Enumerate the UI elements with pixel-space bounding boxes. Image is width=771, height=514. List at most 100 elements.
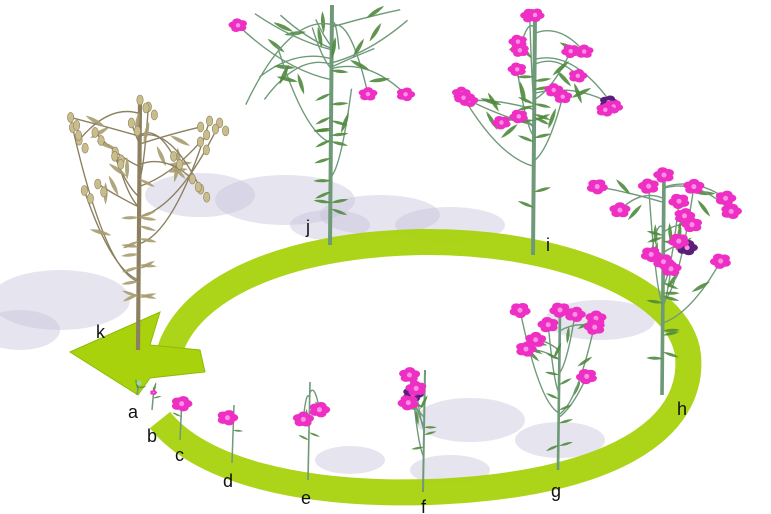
seed-pod-icon	[202, 144, 210, 156]
leaf	[85, 115, 106, 127]
leaf	[331, 132, 349, 137]
shadow-blob	[315, 446, 385, 474]
leaf	[172, 412, 181, 417]
flower-icon	[575, 368, 597, 385]
leaf	[366, 5, 385, 19]
seed-pod-icon	[86, 193, 94, 204]
flower-icon	[715, 190, 737, 206]
seed-pod-icon	[212, 123, 220, 135]
leaf	[309, 432, 321, 437]
flower-icon	[399, 367, 421, 383]
branch	[97, 183, 140, 208]
stage-label-e: e	[301, 488, 311, 508]
leaf	[315, 116, 331, 125]
flower-icon	[653, 167, 674, 183]
branch	[136, 384, 140, 393]
cycle-arrow	[68, 228, 702, 506]
branch	[330, 88, 353, 178]
leaf	[139, 238, 157, 243]
leaf	[415, 409, 419, 426]
stage-label-a: a	[128, 402, 139, 422]
leaf	[279, 64, 289, 85]
seed-pod-icon	[203, 191, 211, 203]
leaf	[559, 419, 573, 424]
stem	[328, 4, 334, 246]
leaf	[553, 342, 562, 359]
leaf	[352, 38, 364, 58]
branch	[245, 22, 332, 105]
flower-icon	[683, 178, 705, 194]
flower-icon	[537, 317, 559, 333]
leaf	[548, 108, 556, 129]
plant-icon-stage-k	[67, 94, 230, 351]
leaf	[646, 356, 663, 360]
seed-pod-icon	[133, 125, 141, 137]
leaf	[331, 199, 349, 203]
stem	[531, 14, 537, 256]
plant-icon-stage-j	[228, 4, 416, 246]
leaf	[315, 93, 331, 101]
branch	[331, 47, 375, 68]
leaf	[647, 237, 663, 243]
seed-pod-icon	[203, 129, 211, 141]
leaf	[313, 199, 331, 204]
flower-icon	[217, 410, 239, 426]
branch	[331, 19, 408, 64]
branch	[529, 15, 535, 102]
seed-pod-icon	[111, 150, 119, 162]
branch	[138, 106, 150, 181]
stage-label-k: k	[96, 322, 106, 342]
plant-icon-stage-h	[586, 167, 742, 396]
leaf	[156, 145, 166, 167]
shadow-blob	[0, 270, 130, 330]
seed-pod-icon	[75, 130, 83, 141]
seed-pod-icon	[142, 102, 150, 114]
leaf	[411, 446, 424, 450]
flower-icon	[637, 178, 659, 194]
leaf	[517, 201, 534, 208]
leaf	[552, 61, 570, 76]
flower-icon	[668, 193, 690, 210]
seed-pod-icon	[206, 115, 214, 127]
seed-pod-icon	[81, 142, 89, 154]
branch	[139, 160, 193, 180]
leaf	[545, 444, 559, 451]
flower-icon	[358, 87, 378, 101]
branch	[237, 24, 332, 81]
branch	[263, 61, 332, 100]
seed-pod-icon	[188, 173, 196, 185]
flower-icon	[565, 306, 586, 322]
leaf	[121, 244, 139, 248]
branch	[647, 186, 664, 305]
leaf	[153, 395, 162, 399]
leaf	[317, 26, 323, 49]
leaf	[546, 353, 559, 360]
leaf	[331, 102, 349, 106]
leaf	[139, 216, 157, 221]
leaf	[314, 157, 331, 164]
stage-label-i: i	[546, 235, 550, 255]
leaf	[616, 179, 631, 195]
stage-labels: a b c d e f g h i j k	[96, 217, 687, 514]
flower-icon	[491, 116, 511, 130]
plant-icon-stage-f	[397, 367, 437, 493]
flower-icon	[228, 18, 248, 32]
leaf	[559, 441, 573, 446]
flower-icon	[668, 233, 690, 249]
leaf	[544, 371, 559, 376]
stem	[556, 309, 562, 471]
seed-pod-icon	[127, 117, 135, 129]
leaf	[121, 253, 139, 257]
leaf	[139, 211, 156, 218]
leaf	[663, 291, 680, 295]
plant-icon-stage-d	[217, 404, 244, 464]
branch	[78, 110, 141, 141]
seed-pod-icon	[170, 151, 178, 162]
leaf	[313, 129, 331, 133]
leaf	[108, 175, 119, 196]
flower-icon	[561, 44, 580, 59]
flower-icon	[509, 109, 528, 124]
flower-icon	[309, 402, 331, 418]
leaf	[331, 69, 349, 74]
